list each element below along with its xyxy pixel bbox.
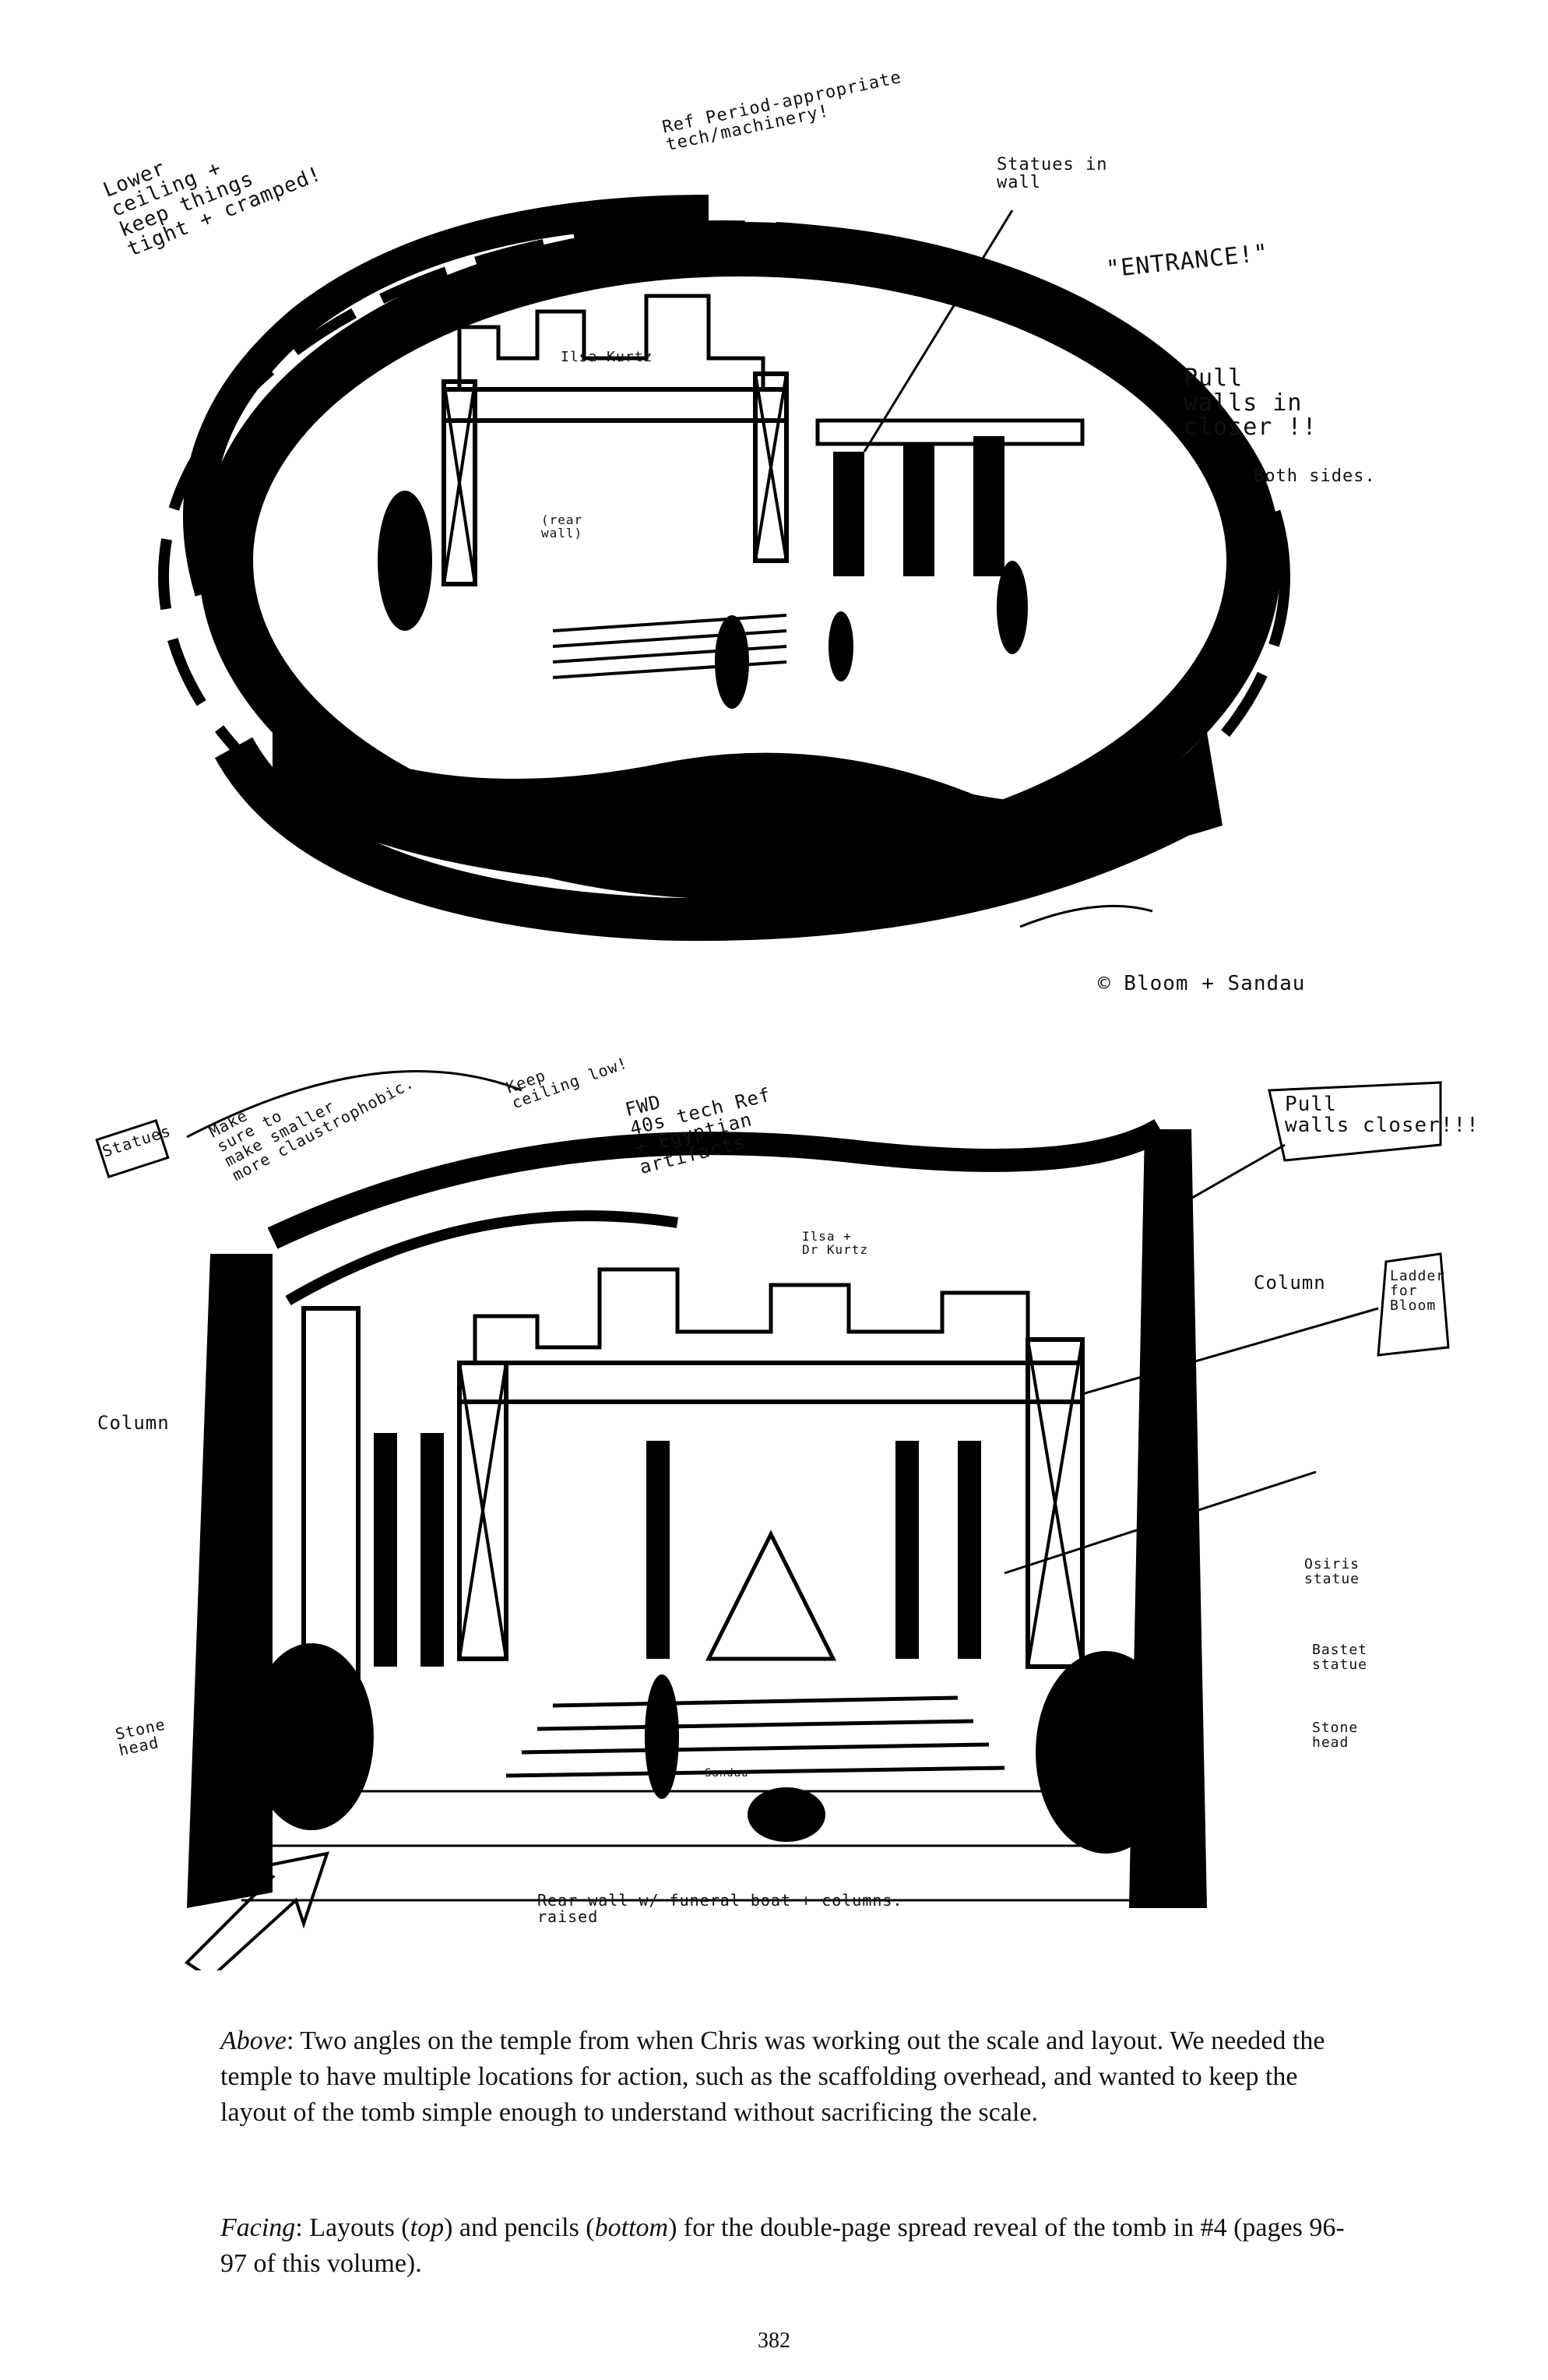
bottom-note-characters: Ilsa + Dr Kurtz <box>802 1229 869 1257</box>
top-note-rear-wall: (rear wall) <box>541 512 583 540</box>
bottom-pencil-sketch: Statues Make sure to make smaller more c… <box>70 1053 1479 1970</box>
top-layout-sketch: Lower ceiling + keep things tight + cram… <box>100 68 1441 1028</box>
top-sketch-drawing <box>158 195 1290 942</box>
bottom-note-rear-wall: Rear wall w/ funeral boat + columns. rai… <box>537 1891 903 1926</box>
caption-facing-text-2: ) and pencils ( <box>444 2213 595 2242</box>
bottom-note-sandau: Sandau <box>705 1767 749 1780</box>
top-note-both-sides: Both sides. <box>1254 466 1376 486</box>
caption-above: Above: Two angles on the temple from whe… <box>220 2023 1349 2131</box>
top-note-statues: Statues in wall <box>997 155 1108 193</box>
bottom-note-bastet: Bastet statue <box>1312 1642 1368 1673</box>
bottom-note-ladder: Ladder for Bloom <box>1390 1268 1446 1314</box>
caption-facing-text-3: ) for the double-page spread reveal of t… <box>220 2213 1345 2278</box>
caption-facing-text-1: : Layouts ( <box>295 2213 410 2242</box>
caption-facing-bottom: bottom <box>594 2213 669 2242</box>
bottom-note-pull-walls: Pull walls closer!!! <box>1285 1093 1479 1138</box>
bottom-sketch-drawing <box>95 1070 1450 1970</box>
caption-facing-label: Facing <box>220 2213 296 2242</box>
caption-above-label: Above <box>220 2026 287 2055</box>
bottom-note-stone-head-right: Stone head <box>1312 1720 1359 1751</box>
bottom-note-osiris: Osiris statue <box>1304 1556 1360 1587</box>
bottom-note-column-right: Column <box>1254 1272 1326 1294</box>
caption-above-text: : Two angles on the temple from when Chr… <box>220 2026 1325 2127</box>
top-note-characters: Ilsa Kurtz <box>561 349 653 365</box>
top-note-pull-walls: Pull walls in closer !! <box>1184 364 1318 441</box>
bottom-note-column-left: Column <box>97 1412 170 1434</box>
top-note-credit: © Bloom + Sandau <box>1098 972 1306 995</box>
caption-facing-top: top <box>410 2213 445 2242</box>
page-number: 382 <box>758 2329 790 2353</box>
caption-facing: Facing: Layouts (top) and pencils (botto… <box>220 2210 1349 2282</box>
